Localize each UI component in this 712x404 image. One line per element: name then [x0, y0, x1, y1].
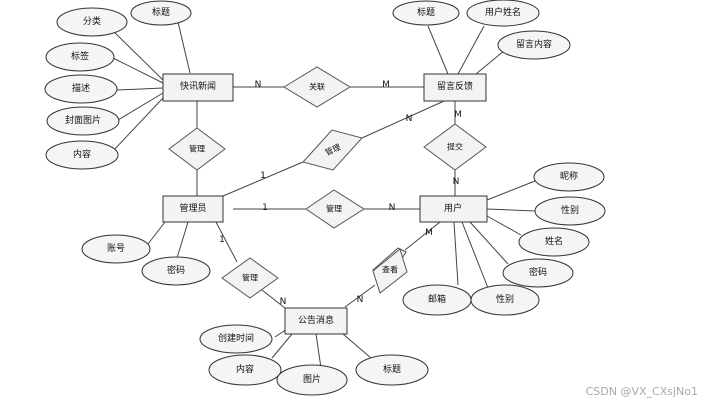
- svg-text:性别: 性别: [496, 293, 514, 305]
- card-admin-manage-ly: 1: [260, 171, 266, 181]
- card-view-notice: N: [357, 295, 364, 305]
- watermark: CSDN @VX_CXsjNo1: [585, 385, 698, 398]
- svg-text:内容: 内容: [73, 148, 91, 160]
- svg-text:邮箱: 邮箱: [428, 293, 446, 305]
- attr-feedback-content: 留言内容: [497, 30, 571, 60]
- attr-notice-image: 图片: [276, 364, 348, 396]
- card-admin-manage-user: 1: [262, 203, 268, 213]
- entity-notice: 公告消息: [284, 307, 348, 335]
- entity-label: 公告消息: [298, 314, 334, 326]
- entity-label: 管理员: [179, 202, 206, 214]
- card-user-view: M: [425, 228, 433, 238]
- svg-text:创建时间: 创建时间: [218, 332, 254, 344]
- card-assoc-ly: M: [382, 80, 390, 90]
- relationship-submit: 提交: [423, 123, 487, 171]
- relationship-label: 管理: [189, 144, 205, 154]
- svg-text:封面图片: 封面图片: [65, 114, 101, 126]
- card-manage-user-user: N: [389, 203, 396, 213]
- entity-label: 留言反馈: [437, 80, 473, 92]
- relationship-view: 查看: [372, 247, 408, 294]
- svg-text:留言内容: 留言内容: [516, 38, 552, 50]
- relationship-label: 管理: [242, 273, 258, 283]
- entity-feedback: 留言反馈: [423, 73, 487, 102]
- entity-news: 快讯新闻: [162, 73, 234, 102]
- svg-text:描述: 描述: [72, 82, 90, 94]
- svg-text:标签: 标签: [71, 50, 89, 62]
- entity-label: 用户: [444, 202, 462, 214]
- attr-news-title: 标题: [130, 0, 192, 26]
- attr-news-cover: 封面图片: [46, 106, 120, 136]
- cardinality-labels: N M 1 N M N 1 N 1 N M N: [219, 80, 462, 307]
- attr-news-desc: 描述: [44, 74, 118, 104]
- attr-user-nickname: 昵称: [533, 162, 605, 192]
- svg-text:标题: 标题: [417, 6, 435, 18]
- attr-notice-title: 标题: [355, 354, 429, 386]
- attr-feedback-title: 标题: [392, 0, 460, 26]
- card-admin-manage-notice: 1: [219, 235, 225, 245]
- svg-text:分类: 分类: [83, 15, 101, 27]
- card-manage-ly-ly: N: [406, 114, 413, 124]
- relationship-manage-news: 管理: [168, 127, 226, 171]
- card-kx-assoc: N: [255, 80, 262, 90]
- svg-text:姓名: 姓名: [545, 235, 563, 247]
- attr-user-gender: 性别: [534, 196, 606, 226]
- attr-user-password: 密码: [502, 258, 574, 288]
- relationship-label: 管理: [326, 204, 342, 214]
- relationship-manage-feedback: 管理: [302, 129, 363, 171]
- attr-news-content: 内容: [45, 140, 119, 170]
- attr-user-gender-2: 性别: [470, 284, 540, 316]
- relationship-label: 查看: [382, 265, 398, 275]
- card-ly-submit: M: [454, 110, 462, 120]
- relationship-assoc: 关联: [283, 66, 351, 108]
- relationship-label: 提交: [447, 142, 463, 152]
- attr-user-name: 姓名: [518, 227, 590, 257]
- attr-notice-content: 内容: [208, 354, 282, 386]
- relationship-manage-notice: 管理: [221, 257, 279, 299]
- svg-text:性别: 性别: [561, 204, 579, 216]
- attr-news-tags: 标签: [45, 42, 115, 72]
- relationship-label: 关联: [309, 82, 325, 92]
- svg-text:账号: 账号: [107, 243, 125, 254]
- attr-news-category: 分类: [56, 7, 128, 37]
- attr-admin-password: 密码: [141, 256, 211, 286]
- svg-text:用户姓名: 用户姓名: [485, 6, 521, 18]
- attr-admin-account: 账号: [81, 234, 151, 264]
- entity-admin: 管理员: [162, 195, 224, 223]
- svg-text:内容: 内容: [236, 363, 254, 375]
- svg-text:标题: 标题: [383, 363, 401, 375]
- svg-text:昵称: 昵称: [560, 170, 578, 182]
- svg-text:密码: 密码: [167, 264, 185, 276]
- svg-text:密码: 密码: [529, 266, 547, 278]
- attr-user-email: 邮箱: [402, 284, 472, 316]
- relationship-manage-user: 管理: [305, 189, 365, 229]
- card-manage-notice-notice: N: [280, 297, 287, 307]
- entity-user: 用户: [419, 195, 488, 223]
- attr-feedback-username: 用户姓名: [466, 0, 540, 27]
- connector-lines: [109, 21, 536, 369]
- entity-label: 快讯新闻: [180, 80, 216, 92]
- svg-text:标题: 标题: [152, 6, 170, 18]
- card-submit-user: N: [453, 177, 460, 187]
- attr-notice-created: 创建时间: [199, 324, 273, 354]
- svg-text:图片: 图片: [303, 373, 321, 385]
